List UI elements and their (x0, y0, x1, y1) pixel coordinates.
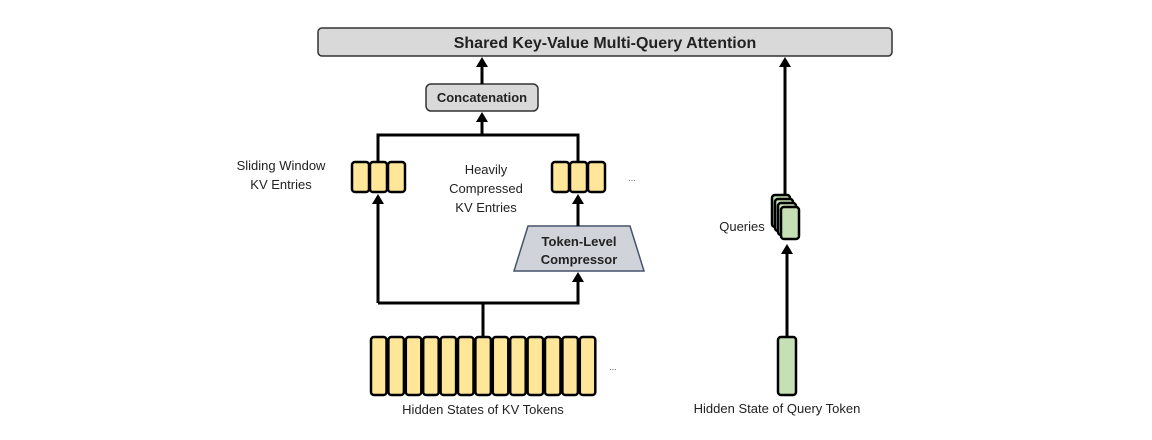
kv-token (369, 335, 388, 397)
arrow-to-sliding-window (372, 194, 384, 303)
compressed-kv-entries (550, 160, 607, 194)
sliding-window-kv-entries (350, 160, 407, 194)
kv-token (456, 335, 475, 397)
arrow-queries-to-attention (779, 57, 791, 195)
kv-token (578, 335, 597, 397)
attention-box: Shared Key-Value Multi-Query Attention (317, 27, 893, 57)
sliding-window-entry (386, 160, 407, 194)
kv-split-lines (378, 272, 584, 337)
compressed-entry (568, 160, 589, 194)
kv-token (526, 335, 545, 397)
attention-title: Shared Key-Value Multi-Query Attention (454, 35, 757, 52)
compressor-label-line1: Token-Level (542, 234, 617, 249)
kv-token (421, 335, 440, 397)
kv-token-hidden-states (369, 335, 597, 397)
branch-to-concat (376, 112, 580, 162)
token-level-compressor: Token-Level Compressor (512, 225, 646, 272)
arrow-compressor-to-compressed (572, 194, 584, 226)
concatenation-box: Concatenation (425, 83, 539, 112)
query-token-hidden-state (776, 335, 798, 397)
concatenation-label: Concatenation (437, 90, 527, 105)
compressed-entry (586, 160, 607, 194)
compressor-label-line2: Compressor (541, 252, 618, 267)
kv-tokens-label: Hidden States of KV Tokens (402, 402, 564, 417)
kv-tokens-ellipsis: ... (610, 363, 617, 372)
compressed-label-line1: Heavily (465, 162, 508, 177)
kv-token (439, 335, 458, 397)
compressed-label-line3: KV Entries (455, 200, 517, 215)
sliding-window-label-line1: Sliding Window (237, 158, 326, 173)
sliding-window-entry (368, 160, 389, 194)
arrow-concat-to-attention (476, 57, 488, 84)
kv-token (508, 335, 527, 397)
query-card (779, 205, 801, 241)
queries-stack (770, 193, 801, 241)
kv-token (387, 335, 406, 397)
query-token-label: Hidden State of Query Token (694, 401, 861, 416)
kv-token (474, 335, 493, 397)
compressed-entry (550, 160, 571, 194)
kv-token (561, 335, 580, 397)
compressed-ellipsis: ... (629, 174, 636, 183)
kv-token (404, 335, 423, 397)
compressed-label-line2: Compressed (449, 181, 523, 196)
queries-label: Queries (719, 219, 765, 234)
sliding-window-entry (350, 160, 371, 194)
kv-token (543, 335, 562, 397)
kv-token (491, 335, 510, 397)
arrow-query-token-to-queries (781, 244, 793, 337)
sliding-window-label-line2: KV Entries (250, 177, 312, 192)
